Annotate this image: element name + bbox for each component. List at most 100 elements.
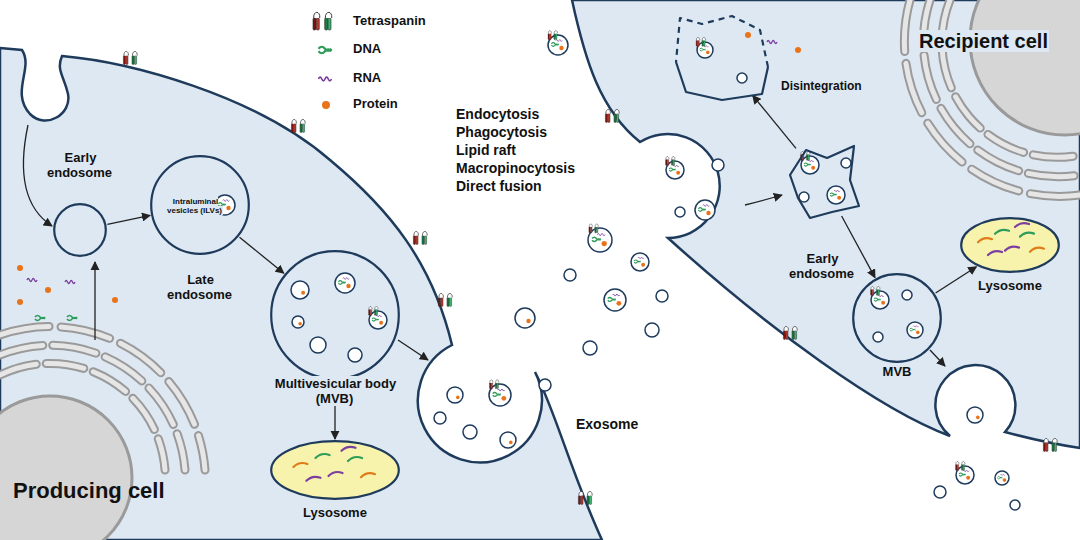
cell-region: Producing cellEarly endosomeIntraluminal…	[0, 0, 600, 540]
tetraspanin-symbol	[554, 34, 556, 40]
dna-symbol	[830, 193, 836, 196]
node-outline	[348, 457, 362, 461]
tetraspanin-symbol	[616, 114, 618, 123]
node-outline	[270, 250, 400, 380]
node-label: Late endosome	[167, 272, 233, 302]
rna-symbol	[343, 278, 349, 280]
protein-symbol	[706, 51, 710, 55]
tetraspanin-symbol	[794, 331, 796, 340]
node-label: Intraluminal vesicles (ILVs)	[167, 197, 223, 215]
tetraspanin-symbol	[606, 109, 610, 113]
exosome-label: Exosome	[575, 416, 639, 432]
node-outline	[1005, 247, 1019, 251]
node-outline	[1015, 223, 1029, 227]
tetraspanin-symbol	[548, 34, 550, 40]
tetraspanin-symbol	[786, 331, 788, 340]
uptake-route: Lipid raft	[455, 142, 517, 158]
producing-nucleus	[0, 327, 205, 470]
tetraspanin-symbol	[424, 236, 426, 245]
uptake-route-holder: Macropinocytosis	[455, 160, 595, 176]
tetraspanin-symbol	[556, 34, 558, 40]
tetraspanin-symbol	[439, 293, 443, 297]
tetraspanin-symbol	[126, 56, 128, 65]
rna-symbol	[556, 40, 562, 42]
rna-symbol	[638, 257, 644, 259]
dna-symbol	[551, 43, 558, 47]
tetraspanin-symbol	[589, 224, 592, 227]
legend-text-holder: Tetraspanin	[352, 14, 472, 29]
dna-symbol	[35, 316, 45, 321]
tetraspanin-symbol	[872, 289, 874, 295]
tetraspanin-symbol	[673, 159, 675, 165]
protein-symbol	[379, 321, 383, 325]
uptake-route-holder: Endocytosis	[455, 106, 595, 122]
legend-text: Tetraspanin	[352, 13, 427, 28]
tetraspanin-symbol	[808, 154, 810, 160]
vesicle	[967, 407, 983, 423]
recipient-nucleus	[904, 0, 1080, 196]
tetraspanin-symbol	[595, 227, 597, 233]
node-outline	[1020, 233, 1034, 237]
pathway-arrow	[107, 215, 150, 224]
tetraspanin-symbol	[313, 12, 332, 30]
node-outline	[53, 203, 107, 257]
uptake-route-holder: Lipid raft	[455, 142, 595, 158]
vesicle	[645, 323, 659, 337]
tetraspanin-symbol	[554, 31, 557, 34]
tetraspanin-symbol	[672, 157, 675, 160]
node-outline	[676, 16, 768, 67]
node-label-holder: Disintegration	[780, 80, 880, 94]
recipient-nucleus	[904, 0, 1080, 196]
node-label: Early endosome	[47, 150, 113, 180]
pathway-arrow	[753, 96, 796, 149]
protein-symbol	[811, 166, 815, 170]
tetraspanin-symbol	[783, 326, 797, 339]
protein-symbol	[1003, 478, 1007, 482]
uptake-route: Endocytosis	[455, 106, 540, 122]
protein-symbol	[641, 263, 645, 267]
dna-symbol	[700, 48, 706, 51]
tetraspanin-symbol	[591, 227, 593, 233]
lysosome-ellipse: Lysosome	[270, 440, 400, 500]
tetraspanin-symbol	[369, 309, 371, 315]
tetraspanin-symbol	[495, 383, 497, 389]
vesicle	[712, 159, 724, 171]
tetraspanin-symbol	[447, 298, 449, 307]
node-outline	[361, 473, 375, 477]
tetraspanin-symbol	[792, 331, 794, 340]
rna-symbol	[913, 326, 918, 328]
node-outline	[271, 441, 399, 499]
tetraspanin-symbol	[589, 224, 598, 233]
tetraspanin-symbol	[783, 331, 785, 340]
dna-symbol	[338, 281, 345, 285]
legend-text: RNA	[352, 70, 382, 85]
vesicle	[434, 412, 446, 424]
node-outline	[316, 454, 330, 458]
tetraspanin-symbol	[300, 124, 302, 133]
rna-symbol	[498, 389, 505, 391]
tetraspanin-symbol	[489, 380, 498, 389]
mvb-circle: Multivesicular body (MVB)	[270, 250, 400, 380]
protein-symbol	[17, 299, 23, 305]
pathway-arrow	[930, 350, 945, 366]
tetraspanin-symbol	[491, 383, 493, 389]
rna-symbol	[767, 41, 777, 44]
tetraspanin-symbol	[589, 227, 591, 233]
dna-symbol	[997, 476, 1002, 479]
pathway-arrow	[23, 125, 945, 366]
tetraspanin-symbol	[132, 56, 134, 65]
tetraspanin-symbol	[414, 231, 418, 235]
node-outline	[790, 146, 859, 218]
node-label: Disintegration	[780, 79, 863, 93]
dna-symbol	[698, 208, 705, 212]
node-outline	[54, 204, 106, 256]
cell-region: Recipient cellDisintegrationEarly endoso…	[560, 0, 1080, 540]
node-label-holder: Early endosome	[40, 151, 120, 181]
protein-symbol	[881, 301, 885, 305]
vesicle	[675, 207, 685, 217]
tetraspanin-symbol	[956, 462, 965, 471]
tetraspanin-symbol	[300, 119, 305, 123]
tetraspanin-symbol	[578, 491, 592, 504]
node-label-holder: Recipient cell	[918, 30, 1073, 53]
tetraspanin-symbol	[877, 287, 880, 290]
